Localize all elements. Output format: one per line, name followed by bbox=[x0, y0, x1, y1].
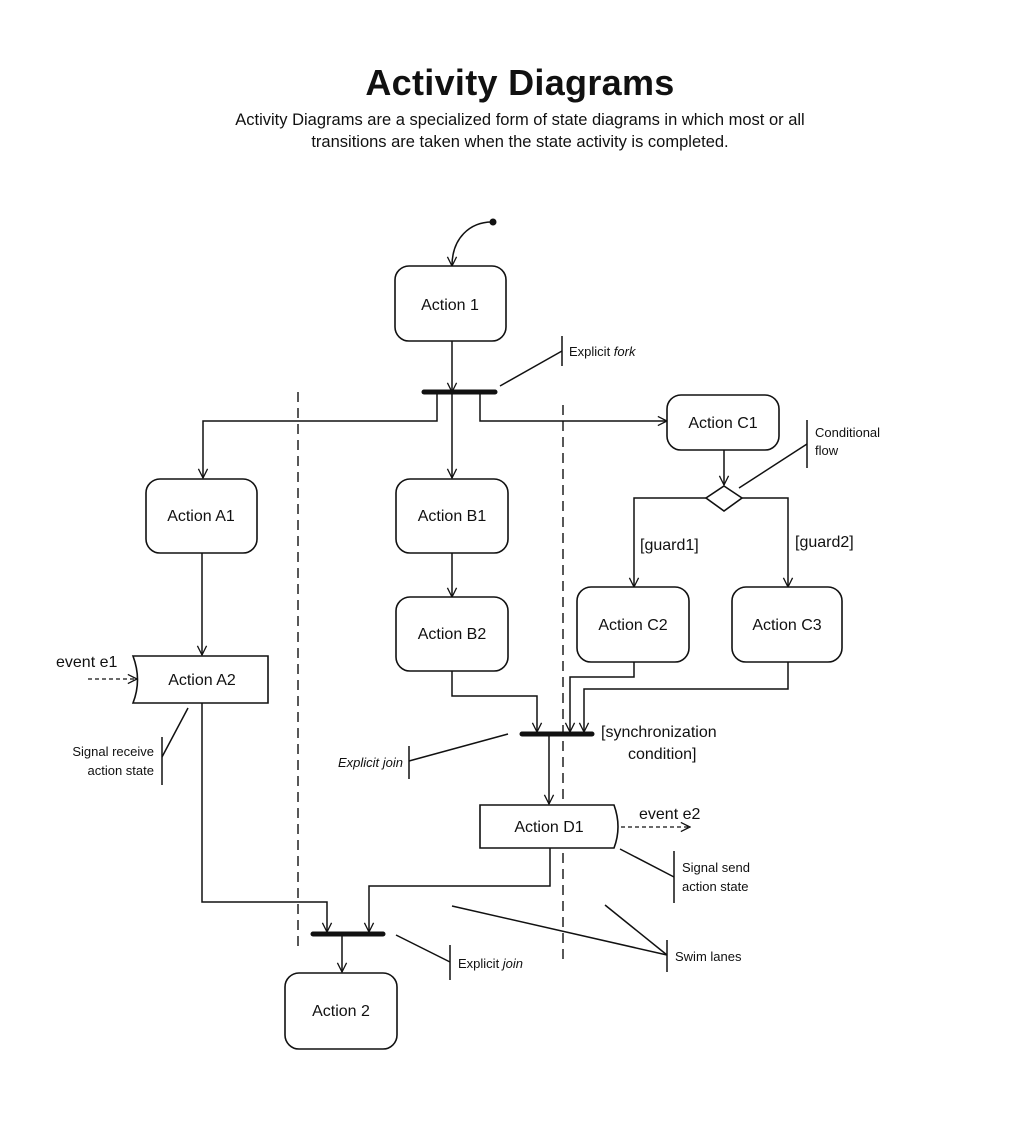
flow-initial-to-action1 bbox=[452, 221, 493, 266]
action-node-actionC1[interactable]: Action C1 bbox=[666, 394, 780, 451]
conditional-annotation-line2: flow bbox=[815, 443, 839, 458]
fork-annotation-label: Explicit fork bbox=[569, 344, 637, 359]
actionD1-label: Action D1 bbox=[514, 819, 583, 836]
actionA1-label: Action A1 bbox=[167, 508, 235, 525]
guard1-label: [guard1] bbox=[640, 537, 699, 554]
action-node-actionA1[interactable]: Action A1 bbox=[145, 478, 258, 554]
guard2-label: [guard2] bbox=[795, 534, 854, 551]
actionC3-label: Action C3 bbox=[752, 617, 821, 634]
sync-condition-line1: [synchronization bbox=[601, 724, 717, 741]
flow-decision-to-actionC3 bbox=[742, 497, 788, 587]
initial-node bbox=[489, 218, 497, 226]
swim-lanes-annotation-leader-2 bbox=[604, 904, 668, 956]
flow-actionB2-to-join-mid bbox=[451, 671, 537, 732]
flow-actionA2-to-join-bottom bbox=[201, 703, 327, 932]
join-bottom-annotation-leader bbox=[395, 934, 451, 963]
swim-lanes-annotation-leader-1 bbox=[451, 905, 668, 956]
sync-condition-line2: condition] bbox=[628, 746, 697, 763]
actionC1-label: Action C1 bbox=[688, 415, 757, 432]
conditional-annotation-line1: Conditional bbox=[815, 425, 880, 440]
signal-send-annotation-line2: action state bbox=[682, 879, 749, 894]
actionA2-label: Action A2 bbox=[168, 672, 236, 689]
signal-receive-annotation-leader bbox=[161, 707, 189, 758]
event-e1-label: event e1 bbox=[56, 654, 117, 671]
signal-receive-annotation-line1: Signal receive bbox=[72, 744, 154, 759]
signal-send-annotation-line1: Signal send bbox=[682, 860, 750, 875]
flow-actionC3-to-join-mid bbox=[584, 662, 789, 732]
signal-receive-annotation-line2: action state bbox=[88, 763, 155, 778]
fork-annotation-leader bbox=[499, 350, 563, 387]
signal-send-annotation-leader bbox=[619, 848, 675, 878]
action-node-actionC2[interactable]: Action C2 bbox=[576, 586, 690, 663]
swim-lanes-annotation-label: Swim lanes bbox=[675, 949, 742, 964]
subtitle-line-1: Activity Diagrams are a specialized form… bbox=[235, 111, 805, 129]
action-node-actionC3[interactable]: Action C3 bbox=[731, 586, 843, 663]
action-node-action2[interactable]: Action 2 bbox=[284, 972, 398, 1050]
actionB2-label: Action B2 bbox=[418, 626, 487, 643]
actionB1-label: Action B1 bbox=[418, 508, 487, 525]
join-mid-annotation-label: Explicit join bbox=[338, 755, 403, 770]
signal-send-node-actionD1[interactable]: Action D1 bbox=[479, 804, 619, 849]
action1-label: Action 1 bbox=[421, 297, 479, 314]
action-node-actionB1[interactable]: Action B1 bbox=[395, 478, 509, 554]
flow-actionD1-to-join-bottom bbox=[369, 848, 551, 932]
action-node-action1[interactable]: Action 1 bbox=[394, 265, 507, 342]
join-mid-annotation-leader bbox=[408, 733, 509, 762]
conditional-annotation-leader bbox=[738, 443, 808, 489]
event-e2-label: event e2 bbox=[639, 806, 700, 823]
page-title: Activity Diagrams bbox=[365, 62, 675, 103]
join-bottom-annotation-label: Explicit join bbox=[458, 956, 523, 971]
signal-receive-node-actionA2[interactable]: Action A2 bbox=[131, 655, 269, 704]
flow-fork-to-actionA1 bbox=[203, 394, 438, 478]
actionC2-label: Action C2 bbox=[598, 617, 667, 634]
action-node-actionB2[interactable]: Action B2 bbox=[395, 596, 509, 672]
flow-fork-to-actionC1 bbox=[479, 394, 667, 421]
subtitle-line-2: transitions are taken when the state act… bbox=[311, 133, 729, 151]
page-subtitle: Activity Diagrams are a specialized form… bbox=[0, 109, 1009, 153]
flow-actionC2-to-join-mid bbox=[570, 662, 635, 732]
decision-node[interactable] bbox=[704, 485, 744, 512]
flow-decision-to-actionC2 bbox=[634, 497, 706, 587]
action2-label: Action 2 bbox=[312, 1003, 370, 1020]
